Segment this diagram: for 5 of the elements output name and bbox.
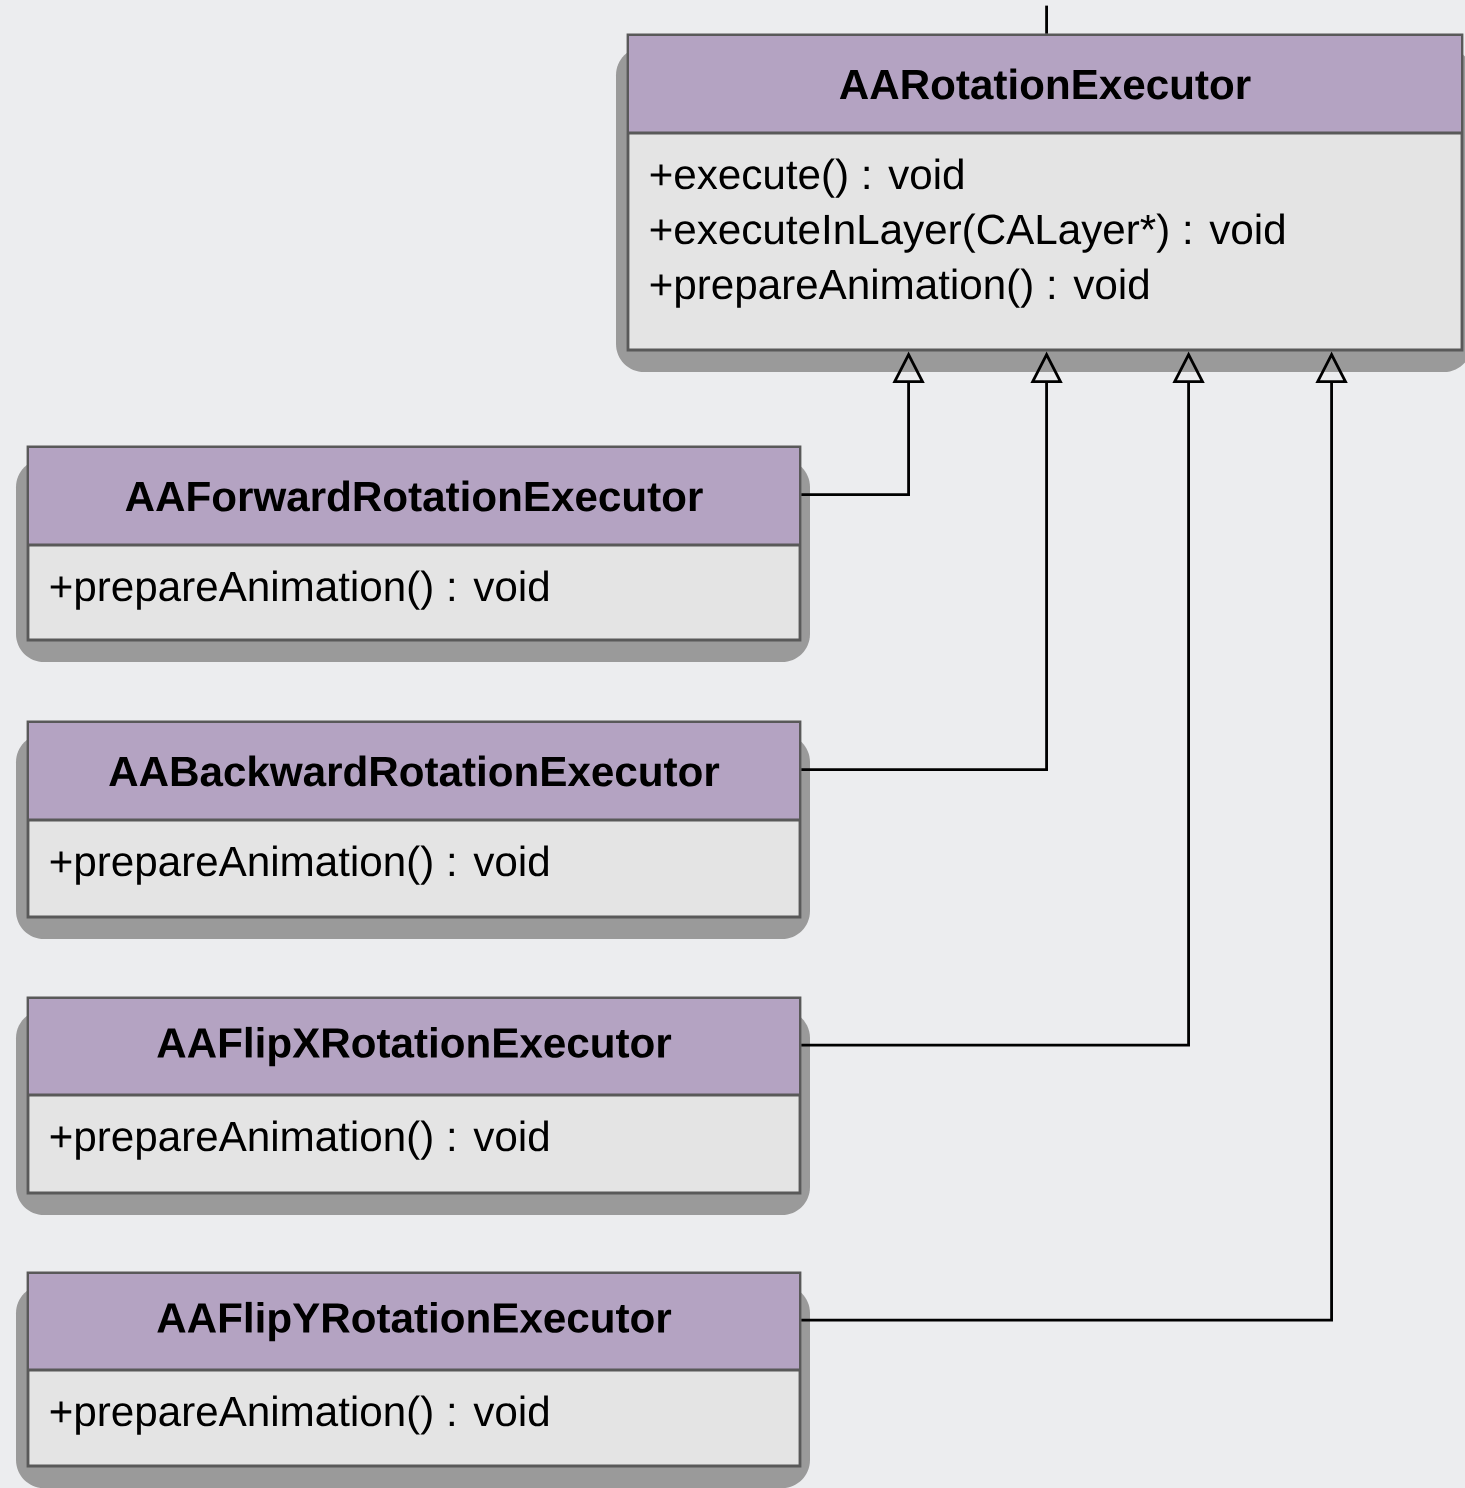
- class-box: AAFlipXRotationExecutor +prepareAnimation() : void: [16, 996, 810, 1215]
- class-box: AARotationExecutor +execute() : void +executeInLayer(CALayer*) : void +prepareAnimation() : void: [616, 33, 1465, 373]
- class-box: AABackwardRotationExecutor +prepareAnimation() : void: [16, 720, 810, 939]
- class-box: AAForwardRotationExecutor +prepareAnimation() : void: [16, 445, 810, 662]
- class-box: AAFlipYRotationExecutor +prepareAnimation() : void: [16, 1271, 810, 1488]
